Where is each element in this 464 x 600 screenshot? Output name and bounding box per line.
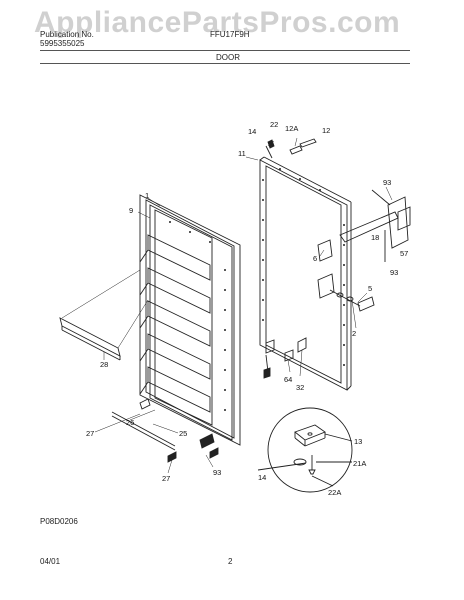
- publication-number: 5995355025: [40, 39, 85, 48]
- label-14-detail: 14: [258, 473, 266, 482]
- label-12A: 12A: [285, 124, 298, 133]
- outer-door-panel: [259, 156, 352, 391]
- door-handle: [317, 239, 375, 312]
- label-57: 57: [400, 249, 408, 258]
- label-28: 28: [100, 360, 108, 369]
- door-shelves: [139, 234, 211, 413]
- header-rule: [40, 50, 410, 51]
- hinge-detail-circle: [257, 407, 353, 493]
- label-32: 32: [296, 383, 304, 392]
- label-25: 25: [179, 429, 187, 438]
- inner-door-liner: [139, 194, 241, 446]
- label-22: 22: [270, 120, 278, 129]
- page-number: 2: [228, 557, 233, 566]
- liner-screws: [169, 221, 226, 411]
- label-27-left: 27: [86, 429, 94, 438]
- label-26: 26: [126, 418, 134, 427]
- model-number: FFU17F9H: [210, 30, 250, 39]
- leader-lines: [61, 137, 393, 474]
- label-2: 2: [352, 329, 356, 338]
- top-trim-parts: [265, 138, 317, 159]
- revision-date: 04/01: [40, 557, 61, 566]
- publication-label: Publication No.: [40, 30, 94, 39]
- label-13: 13: [354, 437, 362, 446]
- label-14-top: 14: [248, 127, 256, 136]
- watermark: AppliancePartsPros.com: [34, 6, 401, 39]
- shelf-bar-28: [59, 317, 121, 361]
- label-93-top: 93: [383, 178, 391, 187]
- bottom-hinge-parts: [263, 337, 307, 379]
- bottom-rail-26: [111, 398, 219, 463]
- panel-screws: [262, 168, 345, 366]
- label-6: 6: [313, 254, 317, 263]
- label-11: 11: [238, 149, 246, 158]
- label-93-bottom: 93: [213, 468, 221, 477]
- header-rule-lower: [40, 63, 410, 64]
- label-21A: 21A: [353, 459, 366, 468]
- label-93-mid: 93: [390, 268, 398, 277]
- label-12: 12: [322, 126, 330, 135]
- drawing-code: P08D0206: [40, 517, 78, 526]
- label-5: 5: [368, 284, 372, 293]
- section-title: DOOR: [216, 53, 240, 62]
- label-22A: 22A: [328, 488, 341, 497]
- label-1: 1: [145, 191, 149, 200]
- part-number-labels: 22 14 12A 12 11 93 18 57 93 6 5 2 64 32 …: [86, 120, 408, 497]
- label-27-bottom: 27: [162, 474, 170, 483]
- label-64: 64: [284, 375, 292, 384]
- hinge-bracket: [339, 189, 411, 262]
- label-9: 9: [129, 206, 133, 215]
- label-18: 18: [371, 233, 379, 242]
